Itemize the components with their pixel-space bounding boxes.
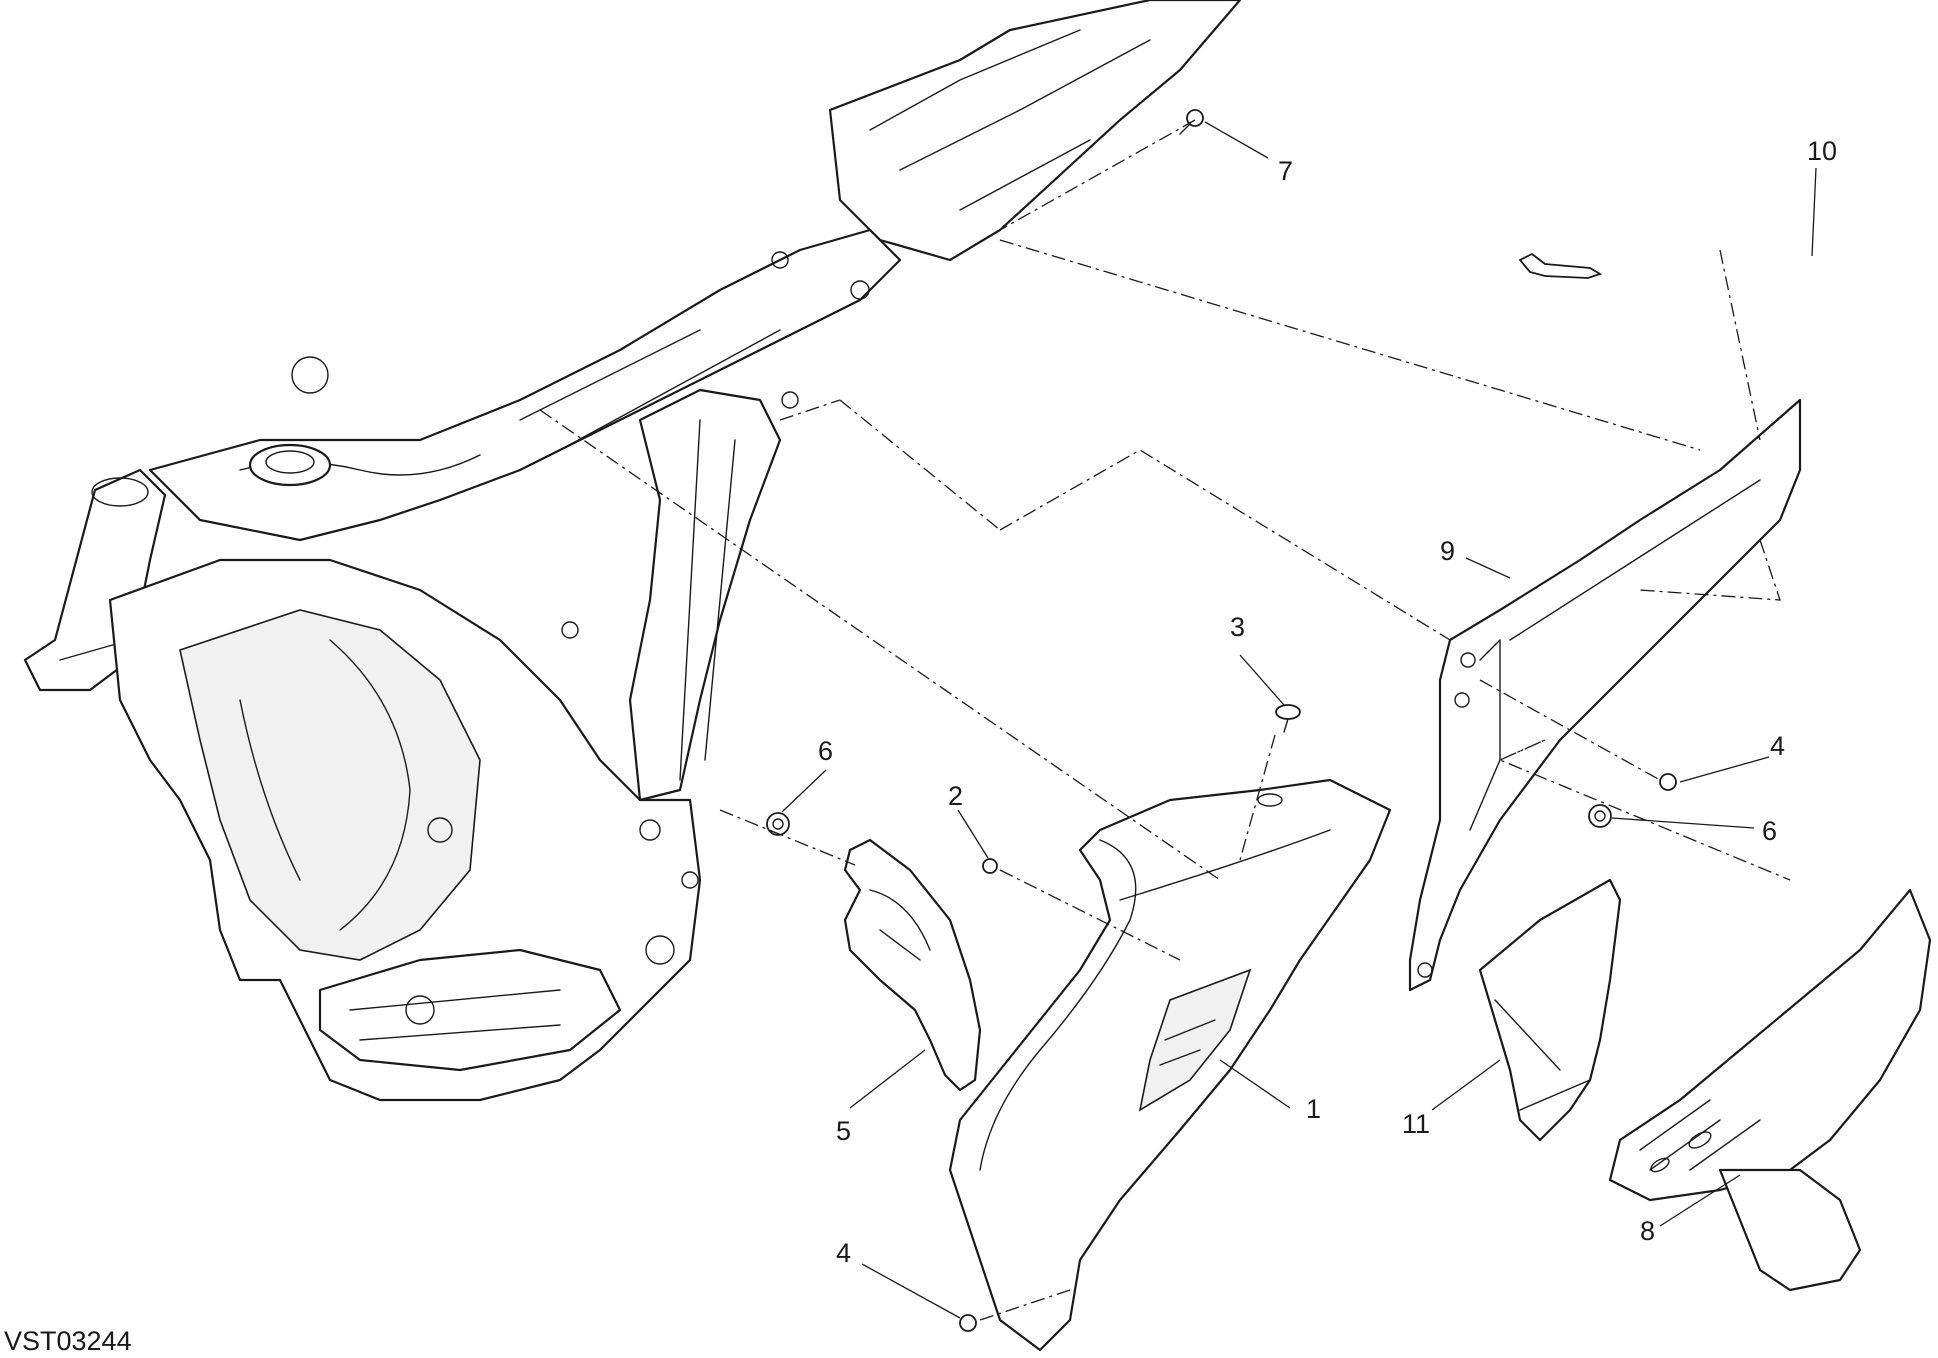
fastener-2-screw	[982, 858, 998, 874]
leader-lines	[781, 121, 1817, 1319]
fastener-4b-screw	[1659, 773, 1677, 791]
part-8-lower-fairing	[1608, 888, 1932, 1292]
fastener-6a-grommet	[766, 812, 790, 836]
callout-2: 2	[948, 781, 963, 811]
callout-11: 11	[1402, 1109, 1430, 1139]
callout-6-right: 6	[1762, 816, 1777, 846]
callout-8: 8	[1640, 1216, 1655, 1246]
callouts: 7 10 9 3 4 6 6 2 1 5 11 8 4	[818, 136, 1837, 1268]
callout-7: 7	[1278, 156, 1293, 186]
fastener-3-screw	[1275, 704, 1301, 733]
callout-4-left: 4	[836, 1238, 851, 1268]
callout-3: 3	[1230, 612, 1245, 642]
callout-4-right: 4	[1770, 731, 1785, 761]
part-1-side-fairing	[948, 778, 1392, 1352]
part-9-tank-side-panel	[1408, 398, 1802, 992]
callout-10: 10	[1807, 136, 1837, 166]
fastener-6b-grommet	[1588, 804, 1612, 828]
part-10-push-pin	[1518, 252, 1603, 279]
callout-1: 1	[1306, 1094, 1321, 1124]
part-5-bracket-cover	[843, 838, 982, 1092]
part-11-inner-cover	[1478, 878, 1622, 1142]
fastener-7-screw	[1179, 109, 1204, 135]
callout-9: 9	[1440, 536, 1455, 566]
fastener-4a-screw	[959, 1314, 977, 1332]
callout-6-left: 6	[818, 736, 833, 766]
assembly-lines	[539, 119, 1791, 1321]
motorcycle-frame	[23, 0, 1242, 1102]
callout-5: 5	[836, 1116, 851, 1146]
drawing-reference-code: VST03244	[4, 1326, 132, 1356]
